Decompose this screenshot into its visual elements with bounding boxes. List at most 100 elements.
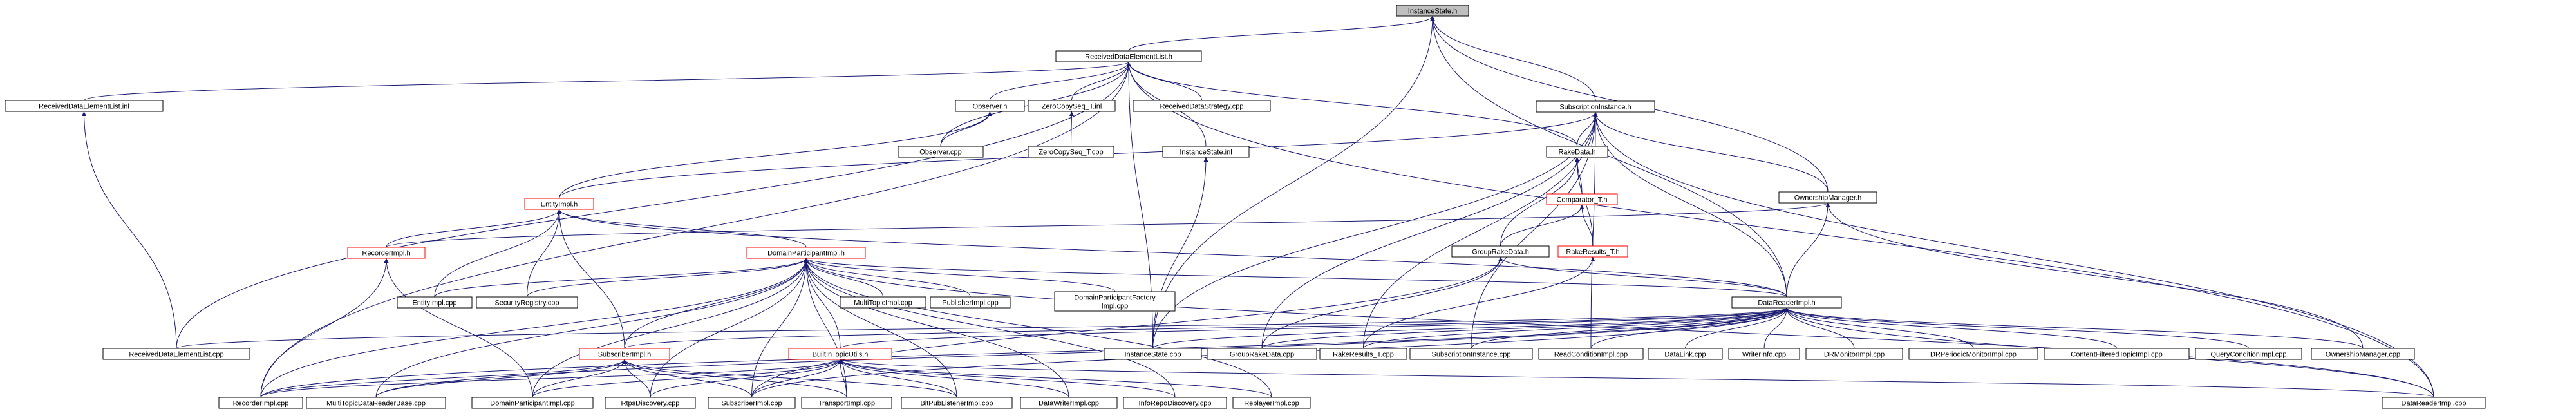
graph-node[interactable]: EntityImpl.h — [524, 198, 594, 210]
edge-n4-n25 — [624, 307, 1789, 349]
edge-n4-n24 — [176, 307, 1789, 349]
graph-node[interactable]: DataWriterImpl.cpp — [1020, 397, 1118, 409]
graph-node[interactable]: Observer.cpp — [898, 146, 984, 158]
graph-node[interactable]: TransportImpl.cpp — [801, 397, 892, 409]
graph-node-label: SubscriberImpl.cpp — [721, 400, 782, 408]
graph-node[interactable]: GroupRakeData.cpp — [1207, 348, 1317, 360]
graph-node-label: SecurityRegistry.cpp — [494, 299, 559, 307]
graph-node[interactable]: InstanceState.inl — [1162, 146, 1250, 158]
graph-node[interactable]: DataReaderImpl.h — [1731, 296, 1842, 309]
graph-node[interactable]: Observer.h — [955, 100, 1025, 112]
graph-node-box — [1778, 191, 1877, 204]
edge-n16-n40 — [375, 258, 809, 398]
graph-node[interactable]: InstanceState.cpp — [1104, 348, 1202, 360]
graph-node[interactable]: BitPubListenerImpl.cpp — [901, 397, 1013, 409]
graph-node[interactable]: MultiTopicImpl.cpp — [840, 296, 926, 309]
graph-node[interactable]: SecurityRegistry.cpp — [476, 296, 578, 309]
graph-node[interactable]: PublisherImpl.cpp — [930, 296, 1011, 309]
graph-node-label: RecorderImpl.cpp — [233, 400, 289, 408]
edge-n15-n41 — [384, 258, 533, 398]
graph-node-box — [1319, 348, 1407, 360]
edge-n1-n8 — [1126, 61, 1202, 101]
graph-node-label: OwnershipManager.h — [1794, 195, 1862, 202]
graph-node[interactable]: ContentFilteredTopicImpl.cpp — [2044, 348, 2190, 360]
graph-node-label: DataReaderImpl.cpp — [2402, 400, 2467, 408]
graph-node[interactable]: WriterInfo.cpp — [1728, 348, 1800, 360]
graph-node[interactable]: EntityImpl.cpp — [397, 296, 473, 309]
edge-n7-n11 — [1069, 111, 1074, 147]
graph-node[interactable]: OwnershipManager.h — [1778, 191, 1877, 204]
graph-node-label: BuiltInTopicUtils.h — [813, 351, 869, 359]
nodes-layer: InstanceState.hReceivedDataElementList.h… — [5, 5, 2486, 409]
graph-node-box — [2311, 348, 2415, 360]
graph-node-box — [1028, 100, 1116, 112]
graph-node-box — [1451, 245, 1550, 258]
edge-n1-n39 — [260, 61, 1131, 398]
graph-node-label: Comparator_T.h — [1557, 196, 1608, 204]
graph-node-label: Impl.cpp — [1102, 303, 1129, 310]
graph-node-label: ReceivedDataElementList.cpp — [129, 351, 223, 359]
graph-node[interactable]: DomainParticipantImpl.h — [746, 247, 866, 259]
graph-node[interactable]: QueryConditionImpl.cpp — [2195, 348, 2302, 360]
edge-n26-n42 — [650, 359, 843, 398]
graph-node[interactable]: DataReaderImpl.cpp — [2382, 397, 2486, 409]
edge-n17-n28 — [1261, 256, 1503, 349]
graph-node[interactable]: MultiTopicDataReaderBase.cpp — [306, 397, 446, 409]
graph-node[interactable]: SubscriberImpl.h — [579, 348, 670, 360]
graph-node[interactable]: DRMonitorImpl.cpp — [1805, 348, 1903, 360]
edge-n16-n4 — [804, 258, 1787, 298]
edge-n4-n26 — [840, 307, 1789, 349]
graph-node[interactable]: SubscriberImpl.cpp — [708, 397, 796, 409]
graph-node[interactable]: RecorderImpl.cpp — [218, 397, 303, 409]
edge-n3-n38 — [1825, 202, 2364, 349]
graph-node[interactable]: DRPeriodicMonitorImpl.cpp — [1908, 348, 2038, 360]
graph-node-label: DRPeriodicMonitorImpl.cpp — [1930, 351, 2017, 359]
graph-node[interactable]: ReceivedDataElementList.inl — [5, 100, 164, 112]
graph-node[interactable]: RakeData.h — [1546, 146, 1608, 158]
graph-node-box — [788, 348, 892, 360]
graph-node[interactable]: DomainParticipantImpl.cpp — [471, 397, 594, 409]
graph-node[interactable]: InfoRepoDiscovery.cpp — [1123, 397, 1227, 409]
graph-node[interactable]: RtpsDiscovery.cpp — [605, 397, 696, 409]
edge-n16-n22 — [804, 258, 971, 298]
edge-n16-n42 — [650, 258, 809, 398]
graph-node[interactable]: ReceivedDataElementList.cpp — [102, 348, 250, 360]
graph-node[interactable]: SubscriptionInstance.h — [1536, 100, 1655, 113]
graph-node[interactable]: BuiltInTopicUtils.h — [788, 348, 892, 360]
graph-node[interactable]: InstanceState.h — [1396, 5, 1469, 17]
graph-node[interactable]: SubscriptionInstance.cpp — [1409, 348, 1533, 360]
graph-node-box — [1648, 348, 1723, 360]
graph-node[interactable]: ReadConditionImpl.cpp — [1538, 348, 1644, 360]
graph-node[interactable]: RakeResults_T.cpp — [1319, 348, 1407, 360]
edge-n1-n49 — [1126, 61, 2434, 398]
graph-node[interactable]: RecorderImpl.h — [347, 247, 426, 259]
graph-node-label: ContentFilteredTopicImpl.cpp — [2071, 351, 2162, 359]
graph-node[interactable]: ReceivedDataStrategy.cpp — [1133, 100, 1271, 112]
graph-node[interactable]: GroupRakeData.h — [1451, 245, 1550, 258]
graph-node[interactable]: OwnershipManager.cpp — [2311, 348, 2415, 360]
edge-n4-n35 — [1784, 307, 1974, 349]
edge-n25-n40 — [375, 359, 627, 398]
edge-n16-n23 — [804, 258, 1115, 292]
graph-node[interactable]: Comparator_T.h — [1546, 193, 1618, 205]
graph-node-box — [347, 247, 426, 259]
graph-node[interactable]: ZeroCopySeq_T.cpp — [1028, 146, 1114, 158]
graph-node[interactable]: ReceivedDataElementList.h — [1055, 50, 1202, 62]
graph-node[interactable]: ReplayerImpl.cpp — [1232, 397, 1311, 409]
graph-node-box — [2195, 348, 2302, 360]
edge-n18-n29 — [1363, 256, 1595, 349]
edge-n0-n1 — [1128, 15, 1435, 52]
edge-n12-n16 — [557, 209, 807, 248]
graph-node-label: ReplayerImpl.cpp — [1244, 400, 1299, 408]
graph-node-label: WriterInfo.cpp — [1742, 351, 1786, 359]
graph-node-label: DataWriterImpl.cpp — [1039, 400, 1099, 408]
graph-node[interactable]: RakeResults_T.h — [1557, 245, 1628, 258]
graph-node-label: DomainParticipantImpl.h — [767, 250, 845, 258]
edge-n4-n33 — [1763, 307, 1789, 349]
graph-node[interactable]: ZeroCopySeq_T.inl — [1028, 100, 1116, 112]
edge-n17-n43 — [751, 256, 1503, 398]
graph-node[interactable]: DataLink.cpp — [1648, 348, 1723, 360]
graph-node-label: MultiTopicDataReaderBase.cpp — [326, 400, 426, 408]
graph-node-label: PublisherImpl.cpp — [942, 299, 998, 307]
